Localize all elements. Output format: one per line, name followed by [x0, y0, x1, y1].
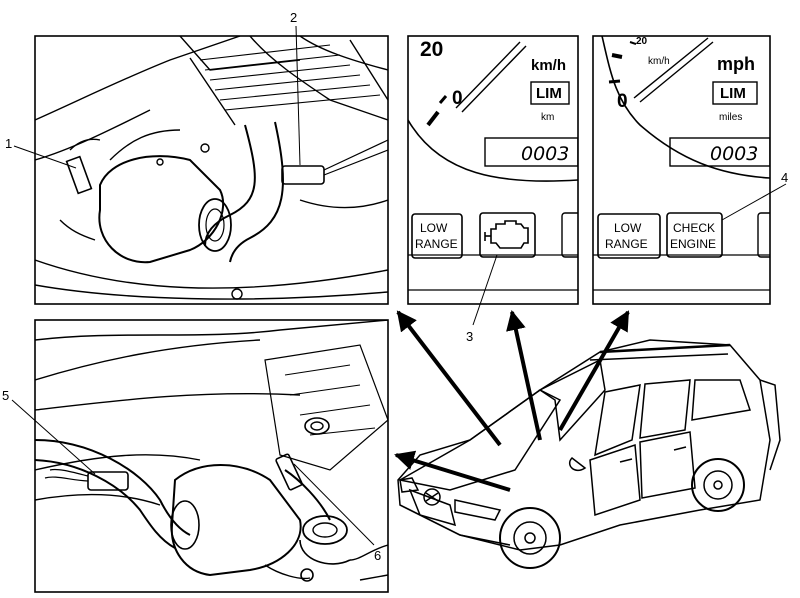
check-engine-line2: ENGINE: [670, 237, 716, 251]
odometer-unit: km: [541, 112, 554, 123]
panel-underbody-sensors: [34, 319, 389, 593]
pointer-arrows: [394, 310, 630, 492]
speed-tick-20: 20: [420, 38, 443, 61]
panel-engine-sensors: [34, 35, 389, 305]
callout-1: 1: [5, 136, 12, 151]
speed-tick-20-small: 20: [636, 36, 648, 47]
lim-indicator: LIM: [536, 85, 562, 102]
speed-tick-0: 0: [617, 91, 628, 112]
low-range-line2: RANGE: [415, 237, 458, 251]
callout-6: 6: [374, 548, 381, 563]
low-range-line2: RANGE: [605, 237, 648, 251]
suv-illustration: [397, 339, 781, 569]
panel-cluster-metric: 20 0 km/h LIM km 0003 LOW RANGE: [407, 35, 579, 305]
callout-4: 4: [781, 170, 788, 185]
check-engine-line1: CHECK: [673, 221, 715, 235]
callout-5: 5: [2, 388, 9, 403]
low-range-line1: LOW: [614, 221, 642, 235]
callout-leaders: [11, 25, 787, 546]
speed-unit: km/h: [531, 57, 566, 74]
callout-2: 2: [290, 10, 297, 25]
speed-unit: mph: [717, 54, 755, 74]
engine-check-icon: [484, 220, 529, 249]
odometer-unit: miles: [719, 112, 742, 123]
panel-frame: [592, 35, 771, 305]
small-unit: km/h: [648, 56, 670, 67]
odometer-display: 0003: [521, 143, 569, 165]
panel-frame: [34, 35, 389, 305]
callout-3: 3: [466, 329, 473, 344]
lim-indicator: LIM: [720, 85, 746, 102]
low-range-line1: LOW: [420, 221, 448, 235]
speed-tick-0: 0: [452, 88, 463, 109]
panel-frame: [34, 319, 389, 593]
odometer-display: 0003: [710, 143, 758, 165]
panel-cluster-imperial: 20 km/h 0 mph LIM miles 0003 LOW RANGE C…: [592, 35, 771, 305]
panel-frame: [407, 35, 579, 305]
